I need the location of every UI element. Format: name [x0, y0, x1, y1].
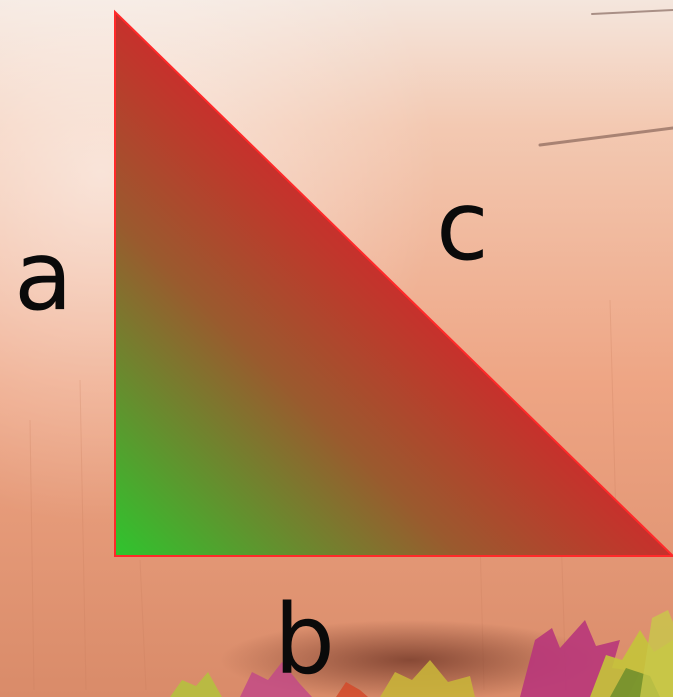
ground-shadow — [220, 620, 600, 697]
side-b-label: b — [274, 584, 335, 696]
side-a-label: a — [14, 220, 73, 332]
right-triangle — [114, 9, 673, 557]
autumn-leaves — [170, 610, 673, 697]
side-c-label: c — [436, 170, 489, 282]
background-branches — [538, 9, 673, 147]
